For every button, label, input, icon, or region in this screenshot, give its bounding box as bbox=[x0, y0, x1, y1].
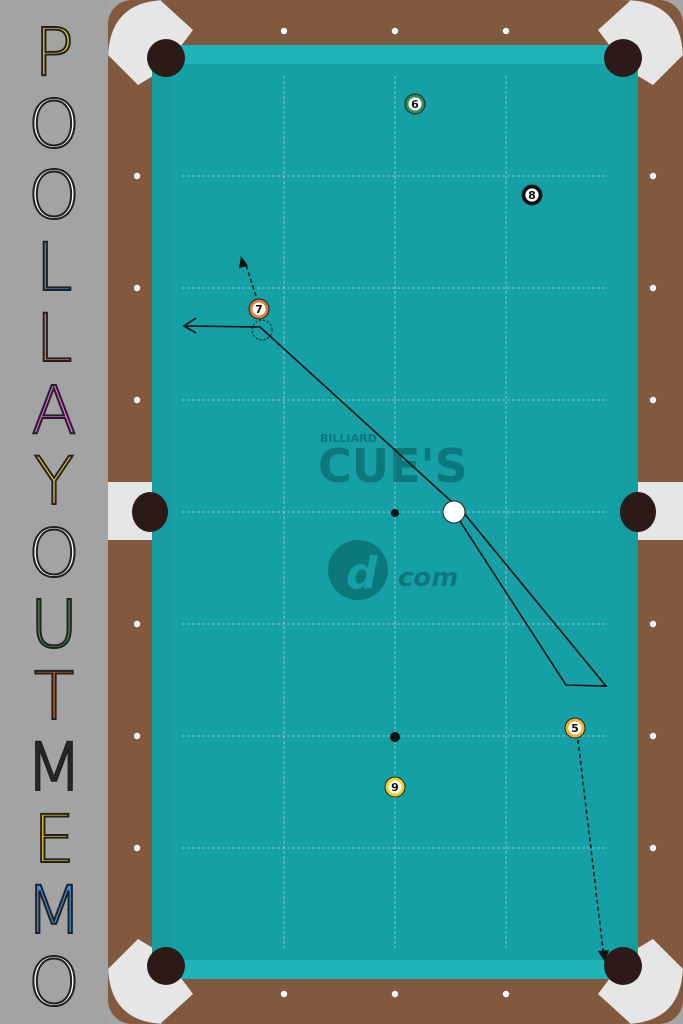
title-letter: Y bbox=[33, 443, 75, 520]
diamond bbox=[133, 844, 141, 852]
title-letter: E bbox=[32, 800, 76, 878]
pocket-bottom-left bbox=[147, 947, 185, 985]
ball-7[interactable]: 7 bbox=[248, 298, 270, 320]
diamond bbox=[133, 620, 141, 628]
title-letter: L bbox=[35, 228, 74, 306]
balls-layer: 6 8 7 5 9 bbox=[248, 93, 586, 798]
table-grid bbox=[182, 76, 608, 948]
pocket-top-left bbox=[147, 39, 185, 77]
title-letter: P bbox=[33, 14, 75, 91]
ball-number: 9 bbox=[391, 781, 399, 794]
title-letter: M bbox=[25, 872, 84, 949]
diamond bbox=[649, 844, 657, 852]
pocket-bottom-right bbox=[604, 947, 642, 985]
title-letter: O bbox=[27, 157, 81, 234]
pocket-middle-right bbox=[620, 492, 656, 532]
diamond bbox=[391, 27, 399, 35]
diamond bbox=[280, 27, 288, 35]
diamond bbox=[133, 396, 141, 404]
title-letter: O bbox=[27, 514, 81, 592]
watermark-logo-letter: d bbox=[346, 548, 378, 599]
diamond bbox=[649, 396, 657, 404]
diamond bbox=[280, 990, 288, 998]
object-ball-paths bbox=[244, 261, 605, 959]
diamond bbox=[133, 732, 141, 740]
diamond bbox=[133, 172, 141, 180]
diamond bbox=[649, 732, 657, 740]
diamond bbox=[502, 27, 510, 35]
ball-number: 6 bbox=[411, 98, 419, 111]
corner-caps bbox=[108, 0, 683, 1024]
ball-number: 8 bbox=[528, 189, 536, 202]
ball-number: 7 bbox=[255, 303, 263, 316]
watermark-logo-icon bbox=[328, 540, 388, 600]
diamond bbox=[502, 990, 510, 998]
title-letter: L bbox=[35, 300, 74, 377]
rail-diamonds bbox=[133, 27, 657, 998]
ball-6[interactable]: 6 bbox=[404, 93, 426, 115]
title-letter: M bbox=[25, 729, 84, 806]
ball-8[interactable]: 8 bbox=[521, 184, 543, 206]
diamond bbox=[649, 284, 657, 292]
title-letter: O bbox=[27, 85, 81, 163]
pocket-top-right bbox=[604, 39, 642, 77]
arrowhead-7 bbox=[239, 256, 248, 268]
title-letter: O bbox=[27, 943, 81, 1021]
title-letter: A bbox=[30, 371, 77, 449]
center-spot bbox=[391, 509, 399, 517]
pool-table: BILLIARD CUE'S d com 6 8 7 5 9 bbox=[108, 0, 683, 1024]
watermark-small: BILLIARD bbox=[320, 432, 377, 445]
pocket-middle-left bbox=[132, 492, 168, 532]
title-letter: U bbox=[29, 586, 79, 663]
ball-9[interactable]: 9 bbox=[384, 776, 406, 798]
cue-ball[interactable] bbox=[442, 500, 466, 524]
diamond bbox=[391, 990, 399, 998]
watermark: BILLIARD CUE'S d com bbox=[318, 432, 468, 600]
watermark-domain: com bbox=[398, 563, 458, 593]
pockets bbox=[132, 39, 656, 985]
cue-ball-path bbox=[182, 317, 608, 687]
diamond bbox=[133, 284, 141, 292]
arrowhead-5 bbox=[598, 950, 609, 962]
ball-number: 5 bbox=[571, 722, 579, 735]
diamond bbox=[649, 172, 657, 180]
diamond bbox=[649, 620, 657, 628]
title-letter: T bbox=[33, 657, 75, 735]
foot-spot bbox=[390, 732, 400, 742]
ball-5[interactable]: 5 bbox=[564, 717, 586, 739]
ghost-ball bbox=[251, 319, 273, 341]
